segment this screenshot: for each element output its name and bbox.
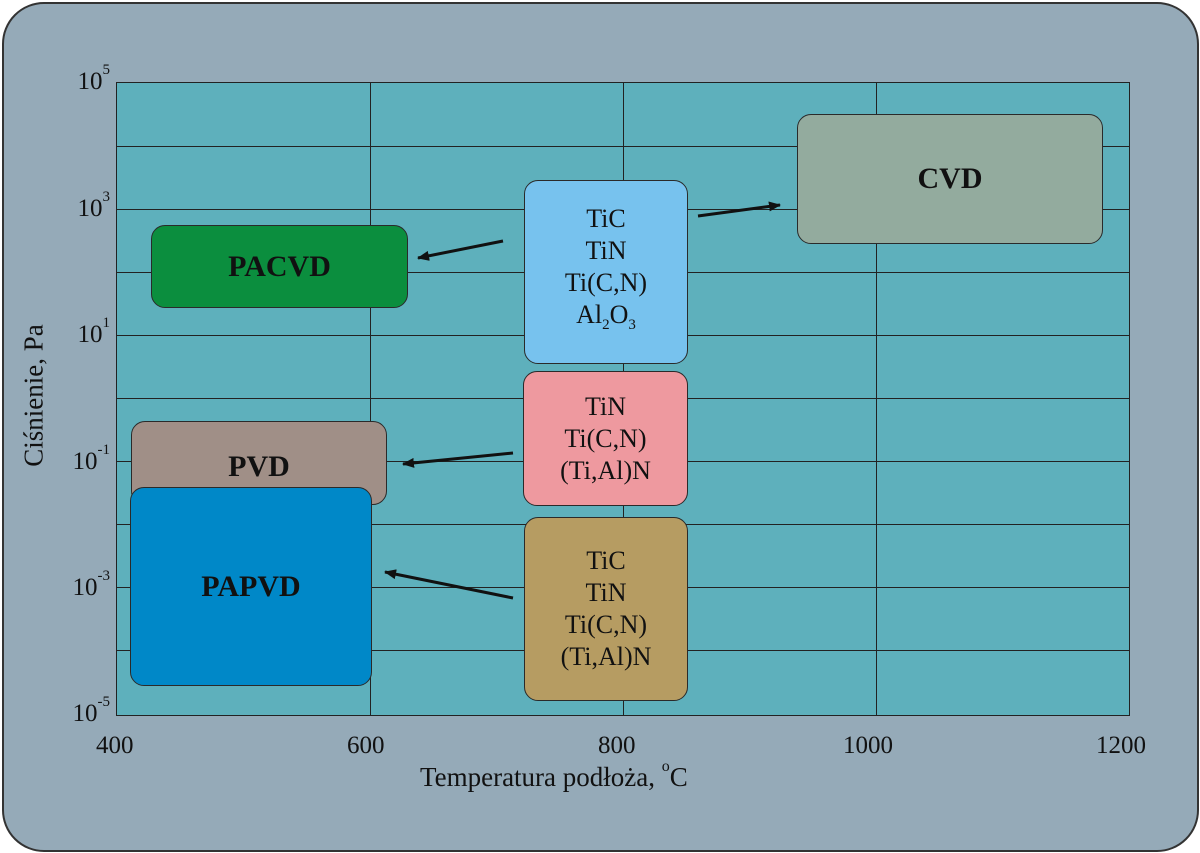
alumina-al: Al [576, 299, 603, 329]
material-item: (Ti,Al)N [560, 642, 652, 671]
cvd-materials-box: TiC TiN Ti(C,N) Al2O3 [524, 180, 688, 364]
papvd-label: PAPVD [201, 569, 301, 603]
material-item: TiN [585, 578, 627, 607]
material-item-alumina: Al2O3 [576, 299, 636, 341]
material-item: Ti(C,N) [564, 610, 648, 639]
grid-line-y [117, 146, 1129, 147]
x-tick-label: 400 [96, 732, 134, 759]
y-tick-label: 105 [77, 62, 111, 95]
material-item: (Ti,Al)N [560, 455, 651, 485]
x-tick-label: 1000 [843, 732, 893, 759]
y-axis-title: Ciśnienie, Pa [18, 324, 49, 467]
x-axis-title-text: Temperatura podłoża, [420, 762, 662, 792]
x-tick-label: 800 [598, 732, 636, 759]
pacvd-label: PACVD [228, 249, 331, 283]
cvd-label: CVD [917, 162, 983, 195]
y-tick-label: 101 [77, 315, 111, 348]
papvd-region: PAPVD [130, 487, 372, 686]
alumina-al-subscript: 2 [602, 317, 610, 334]
pvd-materials-box: TiN Ti(C,N) (Ti,Al)N [523, 371, 688, 506]
pacvd-region: PACVD [151, 225, 408, 308]
x-axis-unit: C [669, 762, 688, 792]
grid-line-x-600 [370, 83, 371, 715]
x-tick-label: 600 [347, 732, 385, 759]
material-item: TiC [586, 546, 626, 575]
material-item: TiN [585, 391, 626, 421]
y-tick-label: 10-3 [72, 568, 111, 601]
x-axis-unit-degree: o [661, 758, 670, 775]
y-tick-label: 10-1 [72, 442, 111, 475]
x-tick-label: 1200 [1096, 732, 1146, 759]
material-item: Ti(C,N) [564, 423, 647, 453]
papvd-materials-box: TiC TiN Ti(C,N) (Ti,Al)N [524, 517, 688, 701]
material-item: Ti(C,N) [564, 267, 648, 297]
y-tick-label: 10-5 [72, 694, 111, 727]
alumina-o-subscript: 3 [628, 317, 636, 334]
x-axis-title: Temperatura podłoża, oC [420, 758, 688, 793]
material-item: TiC [586, 203, 626, 233]
grid-line-x-1000 [876, 83, 877, 715]
alumina-o: O [609, 299, 629, 329]
pvd-label: PVD [228, 450, 290, 483]
cvd-region: CVD [797, 114, 1103, 244]
material-item: TiN [585, 235, 627, 265]
y-tick-label: 103 [77, 189, 111, 222]
